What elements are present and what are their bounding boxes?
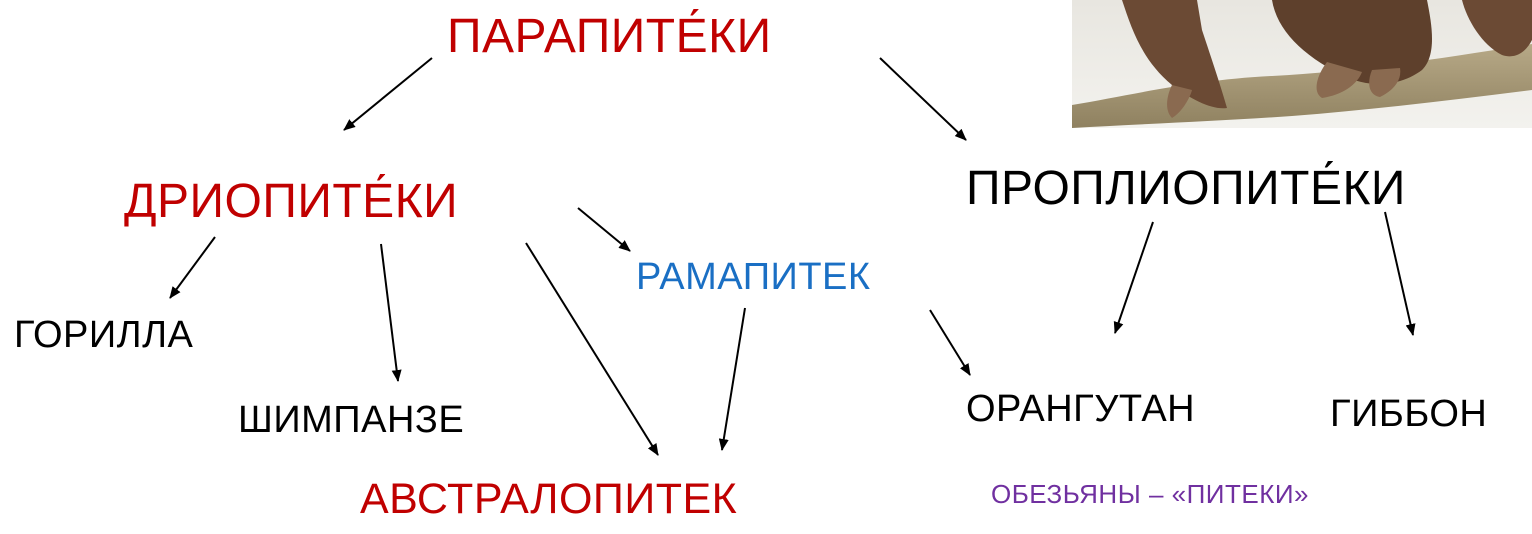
node-ramapitek: РАМАПИТЕК [636, 256, 871, 298]
edge-parapiteki-driopiteki [343, 57, 433, 131]
monkey-illustration [1072, 0, 1532, 128]
edge-parapiteki-propliopiteki [879, 57, 967, 141]
edge-ramapitek-orangutan [929, 309, 971, 376]
edge-ramapitek-avstralopitek [718, 307, 746, 451]
edge-propliopiteki-orangutan [1113, 221, 1154, 334]
node-shimpanze: ШИМПАНЗЕ [238, 399, 465, 441]
edge-driopiteki-gorilla [169, 236, 216, 299]
node-avstralopitek: АВСТРАЛОПИТЕК [360, 475, 738, 523]
caption-text: ОБЕЗЬЯНЫ – «ПИТЕКИ» [991, 479, 1309, 509]
node-gibbon: ГИББОН [1330, 393, 1488, 435]
node-propliopiteki: ПРОПЛИОПИТЕ́КИ [966, 162, 1406, 215]
edge-driopiteki-ramapitek [577, 207, 631, 252]
node-parapiteki: ПАРАПИТЕ́КИ [447, 10, 772, 63]
edge-driopiteki-avstralopitek [525, 242, 659, 456]
node-driopiteki: ДРИОПИТЕ́КИ [124, 175, 459, 228]
edge-propliopiteki-gibbon [1384, 211, 1416, 336]
node-gorilla: ГОРИЛЛА [14, 314, 194, 356]
edge-driopiteki-shimpanze [380, 243, 402, 382]
node-orangutan: ОРАНГУТАН [966, 388, 1196, 430]
